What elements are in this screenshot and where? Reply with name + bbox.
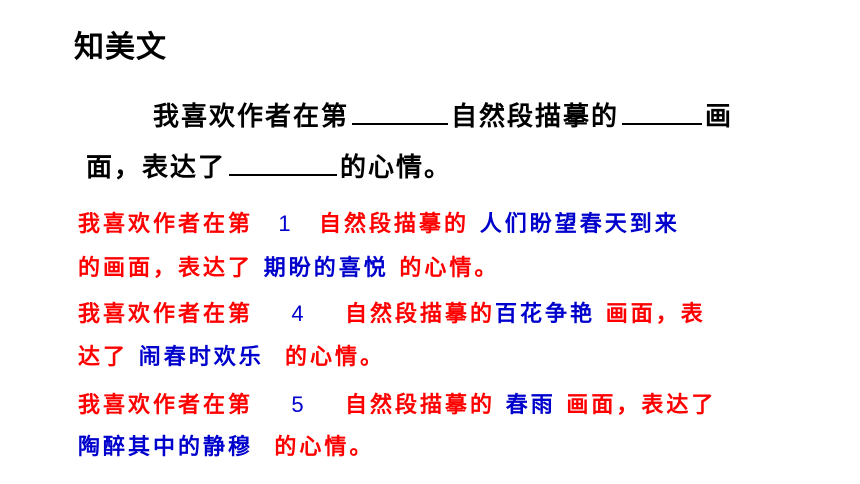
answer-text: 画面，表	[605, 301, 706, 327]
blank-scene	[622, 97, 703, 125]
answer-text: 画面，表达了	[566, 392, 717, 418]
answer-paragraph-number: 1	[278, 211, 294, 236]
answer-paragraph-number: 5	[291, 392, 307, 417]
blank-paragraph	[352, 97, 449, 125]
answer-feeling: 陶醉其中的静穆	[78, 434, 254, 460]
answer-suffix: 的心情。	[274, 434, 375, 460]
answer-scene: 春雨	[505, 392, 556, 418]
answer-1-line-1: 我喜欢作者在第 1 自然段描摹的 人们盼望春天到来	[78, 206, 680, 238]
page-title: 知美文	[74, 30, 167, 65]
prompt-text: 自然段描摹的	[451, 102, 620, 132]
prompt-line-1: 我喜欢作者在第 自然段描摹的 画	[153, 96, 733, 133]
prompt-line-2: 面，表达了 的心情。	[86, 147, 452, 184]
blank-feeling	[229, 148, 338, 176]
answer-2-line-2: 达了 闹春时欢乐 的心情。	[78, 339, 385, 371]
answer-paragraph-number: 4	[291, 301, 307, 326]
answer-1-line-2: 的画面，表达了 期盼的喜悦 的心情。	[78, 250, 499, 282]
answer-text: 达了	[78, 344, 129, 370]
prompt-text: 我喜欢作者在第	[153, 102, 350, 132]
answer-prefix: 我喜欢作者在第	[78, 211, 254, 237]
answer-middle: 自然段描摹的	[345, 392, 496, 418]
answer-text: 的画面，表达了	[78, 255, 254, 281]
answer-suffix: 的心情。	[399, 255, 500, 281]
answer-middle: 自然段描摹的	[345, 301, 496, 327]
answer-scene: 人们盼望春天到来	[479, 211, 680, 237]
prompt-text: 的心情。	[340, 153, 453, 183]
prompt-text: 画	[705, 102, 734, 132]
answer-suffix: 的心情。	[285, 344, 386, 370]
answer-3-line-1: 我喜欢作者在第 5 自然段描摹的 春雨 画面，表达了	[78, 387, 716, 419]
answer-prefix: 我喜欢作者在第	[78, 392, 254, 418]
prompt-text: 面，表达了	[86, 153, 227, 183]
answer-middle: 自然段描摹的	[319, 211, 470, 237]
answer-feeling: 闹春时欢乐	[138, 344, 264, 370]
answer-scene: 百花争艳	[495, 301, 596, 327]
answer-prefix: 我喜欢作者在第	[78, 301, 254, 327]
answer-3-line-2: 陶醉其中的静穆 的心情。	[78, 429, 374, 461]
answer-2-line-1: 我喜欢作者在第 4 自然段描摹的百花争艳 画面，表	[78, 296, 706, 328]
answer-feeling: 期盼的喜悦	[263, 255, 389, 281]
